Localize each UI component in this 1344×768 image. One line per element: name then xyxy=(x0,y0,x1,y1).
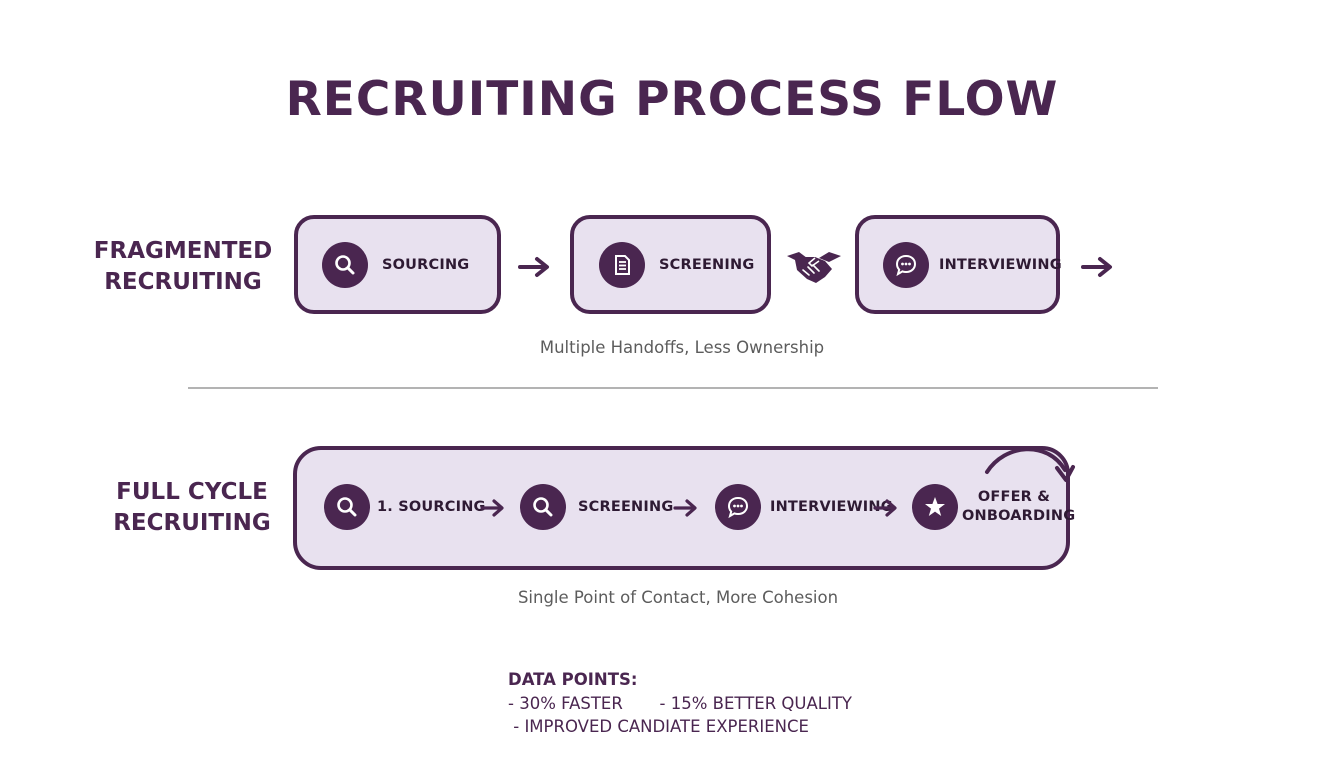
data-points-line: - 30% FASTER - 15% BETTER QUALITY xyxy=(508,693,852,713)
step-label: SCREENING xyxy=(578,499,674,515)
step-label: SOURCING xyxy=(382,256,470,273)
full-cycle-row-label: FULL CYCLE RECRUITING xyxy=(104,477,280,539)
search-icon xyxy=(324,484,370,530)
fragmented-step-interviewing: INTERVIEWING xyxy=(855,215,1062,314)
full-cycle-step-screening: SCREENING xyxy=(520,484,673,530)
step-label: INTERVIEWING xyxy=(939,256,1062,273)
full-cycle-caption: Single Point of Contact, More Cohesion xyxy=(517,588,839,607)
step-label: SCREENING xyxy=(659,256,755,273)
search-icon xyxy=(322,241,368,288)
full-cycle-step-interviewing: INTERVIEWING xyxy=(715,484,893,530)
arrow-right-icon xyxy=(518,257,549,277)
arrow-right-icon xyxy=(873,499,897,517)
step-label: INTERVIEWING xyxy=(770,499,893,515)
fragmented-row-label: FRAGMENTED RECRUITING xyxy=(92,236,274,298)
handshake-icon xyxy=(787,252,841,283)
data-points-header: DATA POINTS: xyxy=(508,670,638,689)
chat-bubble-icon xyxy=(883,241,929,288)
full-cycle-step-offer-onboarding: OFFER & ONBOARDING xyxy=(912,484,1076,530)
fragmented-label-line2: RECRUITING xyxy=(104,269,262,295)
step-label: OFFER & ONBOARDING xyxy=(962,489,1076,524)
arrow-right-icon xyxy=(1081,257,1112,277)
data-points: DATA POINTS: - 30% FASTER - 15% BETTER Q… xyxy=(508,668,852,739)
step-label: 1. SOURCING xyxy=(377,499,486,515)
full-cycle-step-sourcing: 1. SOURCING xyxy=(324,484,486,530)
full-cycle-label-line1: FULL CYCLE xyxy=(116,479,268,505)
arrow-right-icon xyxy=(480,499,504,517)
page-title: RECRUITING PROCESS FLOW xyxy=(285,72,1059,127)
fragmented-caption: Multiple Handoffs, Less Ownership xyxy=(539,338,825,357)
data-points-line: - IMPROVED CANDIATE EXPERIENCE xyxy=(508,717,809,736)
loop-arrow-icon xyxy=(985,447,1075,482)
full-cycle-label-line2: RECRUITING xyxy=(113,510,271,536)
fragmented-label-line1: FRAGMENTED xyxy=(93,238,273,264)
section-divider xyxy=(188,387,1158,389)
chat-bubble-icon xyxy=(715,484,761,530)
fragmented-step-sourcing: SOURCING xyxy=(294,215,501,314)
star-icon xyxy=(912,484,958,530)
document-icon xyxy=(599,241,645,288)
fragmented-step-screening: SCREENING xyxy=(570,215,771,314)
arrow-right-icon xyxy=(673,499,697,517)
search-icon xyxy=(520,484,566,530)
